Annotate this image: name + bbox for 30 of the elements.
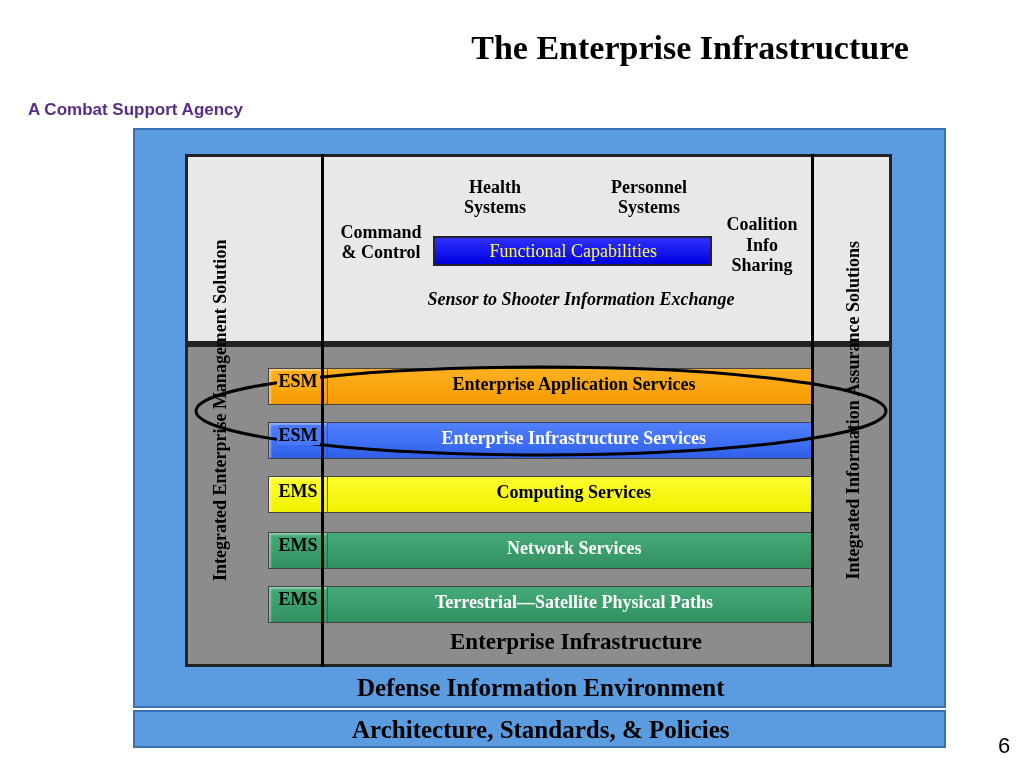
layer-code: EMS bbox=[278, 480, 318, 502]
layer-code: EMS bbox=[278, 534, 318, 556]
infrastructure-label: Enterprise Infrastructure bbox=[450, 629, 702, 656]
capability-label: Personnel Systems bbox=[610, 176, 688, 218]
slide-title: The Enterprise Infrastructure bbox=[470, 28, 910, 68]
capabilities-label: Functional Capabilities bbox=[489, 240, 657, 262]
service-layer-bar bbox=[268, 368, 812, 405]
policies-label: Architecture, Standards, & Policies bbox=[352, 715, 730, 745]
exchange-label: Sensor to Shooter Information Exchange bbox=[427, 288, 735, 310]
policies-band bbox=[133, 710, 946, 748]
capabilities-bar bbox=[433, 236, 712, 266]
layer-label: Network Services bbox=[507, 537, 642, 559]
layer-label: Enterprise Application Services bbox=[452, 373, 696, 395]
tagline: A Combat Support Agency bbox=[28, 100, 244, 120]
page-number: 6 bbox=[998, 733, 1011, 759]
service-layer-bar bbox=[268, 422, 812, 459]
layer-label: Computing Services bbox=[496, 481, 651, 503]
capability-label: Command & Control bbox=[339, 221, 423, 263]
layer-label: Terrestrial—Satellite Physical Paths bbox=[435, 591, 713, 613]
layer-code: EMS bbox=[278, 588, 318, 610]
service-layer-bar bbox=[268, 532, 812, 569]
layer-label: Enterprise Infrastructure Services bbox=[441, 427, 707, 449]
environment-label: Defense Information Environment bbox=[357, 673, 725, 703]
layer-code: ESM bbox=[276, 424, 320, 446]
capability-label: Health Systems bbox=[463, 176, 527, 218]
layer-code: ESM bbox=[276, 370, 320, 392]
service-layer-bar bbox=[268, 476, 812, 513]
capability-label: Coalition Info Sharing bbox=[725, 214, 799, 277]
environment-frame bbox=[133, 128, 946, 708]
service-layer-bar bbox=[268, 586, 812, 623]
